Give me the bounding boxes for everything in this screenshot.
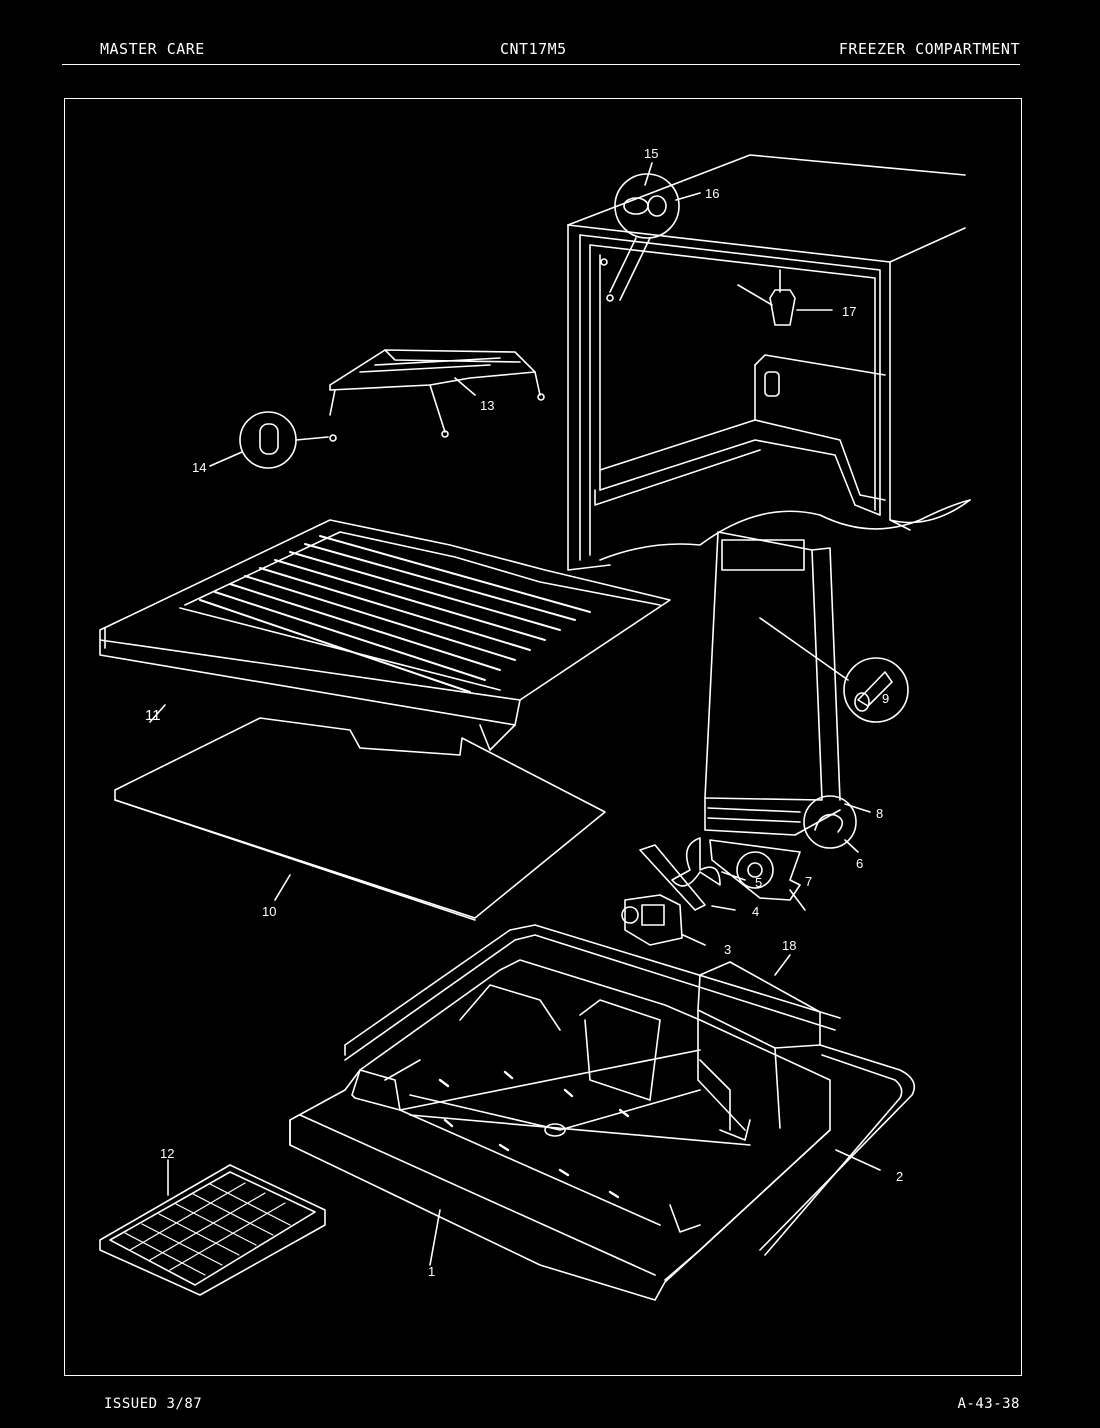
callout-13: 13 [480, 398, 494, 413]
part-5-fan-blade [671, 837, 746, 887]
issue-date: ISSUED 3/87 [104, 1396, 203, 1412]
callout-3: 3 [724, 942, 731, 957]
header-model: CNT17M5 [500, 40, 567, 58]
callout-16: 16 [705, 186, 719, 201]
part-9-clip [843, 657, 909, 723]
callout-6: 6 [856, 856, 863, 871]
callout-17: 17 [842, 304, 856, 319]
part-2-rail [344, 924, 916, 1256]
part-3-motor [621, 894, 706, 946]
callout-15: 15 [644, 146, 658, 161]
page-code: A-43-38 [957, 1396, 1020, 1412]
callout-1: 1 [428, 1264, 435, 1279]
callout-4: 4 [752, 904, 759, 919]
part-7-fan-bracket [709, 839, 806, 911]
callout-18: 18 [782, 938, 796, 953]
header-brand: MASTER CARE [100, 40, 205, 58]
part-1-drawer-pan [289, 959, 831, 1301]
part-4-bracket [639, 844, 736, 911]
part-10-glass-shelf [114, 717, 606, 921]
callout-7: 7 [805, 874, 812, 889]
header-section: FREEZER COMPARTMENT [838, 40, 1020, 58]
part-13-cover [329, 349, 545, 442]
part-6-grommet [803, 795, 859, 853]
part-18-cover [697, 954, 821, 1131]
callout-5: 5 [755, 875, 762, 890]
freezer-cabinet [567, 154, 971, 571]
part-11-wire-shelf [99, 519, 671, 751]
callout-2: 2 [896, 1169, 903, 1184]
callout-8: 8 [876, 806, 883, 821]
header-rule [62, 64, 1020, 65]
part-12-ice-tray [99, 1159, 326, 1296]
callout-9: 9 [882, 691, 889, 706]
callout-12: 12 [160, 1146, 174, 1161]
part-14-knob [209, 411, 329, 469]
callout-14: 14 [192, 460, 206, 475]
callout-10: 10 [262, 904, 276, 919]
diagram-frame [64, 98, 1022, 1376]
callout-11: 11 [145, 707, 161, 724]
